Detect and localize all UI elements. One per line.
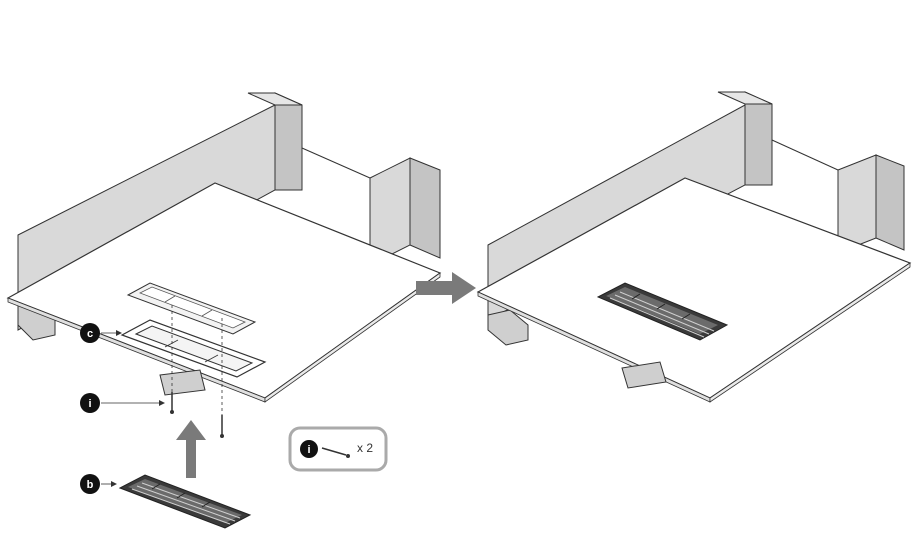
installed-grille bbox=[596, 282, 729, 341]
part-quantity: x 2 bbox=[357, 441, 373, 455]
left-back-wall-post bbox=[274, 92, 303, 191]
svg-text:i: i bbox=[88, 398, 91, 410]
right-joist-lower bbox=[621, 361, 667, 389]
screw-icon bbox=[170, 392, 174, 414]
ceiling-opening-frame bbox=[126, 282, 257, 335]
svg-text:i: i bbox=[307, 444, 310, 456]
left-joist-lower bbox=[159, 369, 206, 396]
callout-i: i bbox=[80, 393, 165, 413]
svg-text:c: c bbox=[87, 328, 93, 340]
return-air-grille bbox=[118, 474, 252, 529]
grille-mounting-frame bbox=[120, 319, 267, 378]
parts-quantity-box: i x 2 bbox=[288, 426, 388, 472]
right-arrow-icon bbox=[416, 272, 476, 304]
right-ceiling-scene bbox=[476, 91, 912, 403]
callout-c: c bbox=[80, 323, 122, 343]
screw-icon bbox=[220, 415, 224, 438]
svg-text:b: b bbox=[87, 479, 94, 491]
screw-icon bbox=[321, 447, 350, 458]
callout-b: b bbox=[80, 474, 117, 494]
up-arrow-icon bbox=[176, 420, 206, 478]
left-ceiling-scene: c i b i x 2 bbox=[6, 92, 442, 529]
